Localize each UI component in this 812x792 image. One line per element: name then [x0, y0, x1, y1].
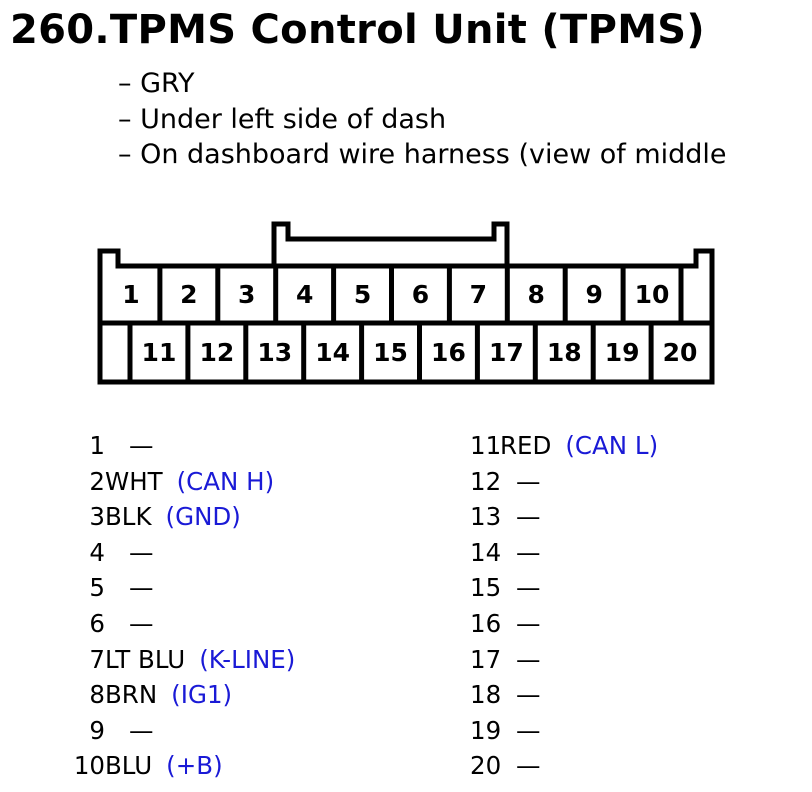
pin-function: (K-LINE): [199, 644, 296, 674]
pin-unused: —: [129, 608, 154, 638]
pin-number: 18: [470, 680, 502, 710]
pin-unused: —: [129, 573, 154, 603]
pin-unused: —: [516, 715, 541, 745]
pin-unused: —: [516, 537, 541, 567]
pin-number: 7: [89, 644, 105, 674]
wire-color: BLU: [105, 751, 153, 781]
pin-list-left: 1— 2WHT(CAN H) 3BLK(GND) 4— 5— 6— 7LT BL…: [70, 428, 305, 784]
pin-unused: —: [129, 715, 154, 745]
pin-number: 12: [470, 466, 502, 496]
connector-pin-label: 8: [528, 280, 545, 309]
note-location: – Under left side of dash: [118, 103, 447, 135]
pin-unused: —: [516, 502, 541, 532]
note-harness: – On dashboard wire harness (view of mid…: [118, 139, 727, 170]
pin-unused: —: [516, 573, 541, 603]
connector-pin-label: 16: [431, 338, 466, 367]
pin-function: (CAN H): [176, 466, 275, 496]
pin-row: 4—: [70, 535, 305, 571]
connector-pin-label: 5: [354, 280, 371, 309]
pin-row: 8BRN (IG1): [70, 677, 305, 713]
pin-number: 6: [89, 608, 105, 638]
pin-number: 8: [89, 680, 105, 710]
pin-number: 17: [470, 644, 502, 674]
pin-row: 14 —: [470, 535, 660, 571]
pin-number: 19: [470, 715, 502, 745]
connector-pin-label: 19: [605, 338, 640, 367]
pin-row: 10BLU (+B): [70, 748, 305, 784]
pin-row: 2WHT (CAN H): [70, 464, 305, 500]
pin-row: 7LT BLU (K-LINE): [70, 642, 305, 678]
connector-pin-label: 6: [412, 280, 429, 309]
pin-row: 5—: [70, 570, 305, 606]
pin-number: 5: [89, 573, 105, 603]
pin-row: 16 —: [470, 606, 660, 642]
pin-row: 13 —: [470, 499, 660, 535]
pin-number: 4: [89, 537, 105, 567]
pin-list-right: 11RED (CAN L) 12 — 13 — 14 — 15 — 16 — 17 — 18 —…: [470, 428, 660, 784]
connector-notes: – GRY – Under left side of dash – On das…: [118, 66, 727, 173]
pin-row: 15 —: [470, 570, 660, 606]
pin-unused: —: [516, 751, 541, 781]
connector-pin-label: 11: [142, 338, 177, 367]
pin-unused: —: [516, 608, 541, 638]
pin-number: 10: [73, 751, 105, 781]
wire-color: RED: [500, 431, 552, 460]
pin-function: (+B): [166, 751, 223, 781]
pin-number: 16: [470, 608, 502, 638]
pin-number: 15: [470, 573, 502, 603]
connector-pin-label: 7: [470, 280, 487, 309]
wire-color: WHT: [105, 466, 163, 496]
pin-row: 6—: [70, 606, 305, 642]
pin-number: 1: [89, 431, 105, 460]
connector-pin-label: 12: [199, 338, 234, 367]
pin-unused: —: [516, 466, 541, 496]
pin-number: 2: [89, 466, 105, 496]
wire-color: LT BLU: [105, 644, 186, 674]
pin-row: 20 —: [470, 748, 660, 784]
pin-unused: —: [129, 537, 154, 567]
pin-function: (GND): [165, 502, 241, 532]
connector-pin-label: 15: [373, 338, 408, 367]
connector-pin-label: 13: [257, 338, 292, 367]
pin-number: 9: [89, 715, 105, 745]
connector-pin-label: 17: [489, 338, 524, 367]
pin-function: (IG1): [171, 680, 233, 710]
pin-row: 3BLK (GND): [70, 499, 305, 535]
connector-pin-label: 1: [122, 280, 139, 309]
pin-number: 14: [470, 537, 502, 567]
wire-color: BLK: [105, 502, 152, 532]
connector-lock-tab: [271, 221, 510, 266]
connector-pin-label: 9: [585, 280, 602, 309]
pin-row: 11RED (CAN L): [470, 428, 660, 464]
pin-row: 9—: [70, 713, 305, 749]
connector-pin-label: 18: [547, 338, 582, 367]
pin-number: 13: [470, 502, 502, 532]
connector-pin-label: 2: [180, 280, 197, 309]
pin-unused: —: [516, 644, 541, 674]
pin-row: 17 —: [470, 642, 660, 678]
pin-row: 19 —: [470, 713, 660, 749]
pin-function: (CAN L): [565, 431, 659, 460]
connector-pin-label: 3: [238, 280, 255, 309]
pin-unused: —: [516, 680, 541, 710]
pin-number: 11: [470, 431, 502, 460]
page-title: 260.TPMS Control Unit (TPMS): [10, 7, 706, 53]
pin-unused: —: [129, 431, 154, 460]
pin-row: 18 —: [470, 677, 660, 713]
wire-color: BRN: [105, 680, 158, 710]
pin-number: 3: [89, 502, 105, 532]
pin-number: 20: [470, 751, 502, 781]
pin-row: 12 —: [470, 464, 660, 500]
note-color: – GRY: [118, 68, 195, 99]
connector-pin-label: 14: [315, 338, 350, 367]
pin-row: 1—: [70, 428, 305, 464]
connector-pin-label: 10: [635, 280, 670, 309]
connector-pin-label: 20: [663, 338, 698, 367]
connector-pin-label: 4: [296, 280, 313, 309]
